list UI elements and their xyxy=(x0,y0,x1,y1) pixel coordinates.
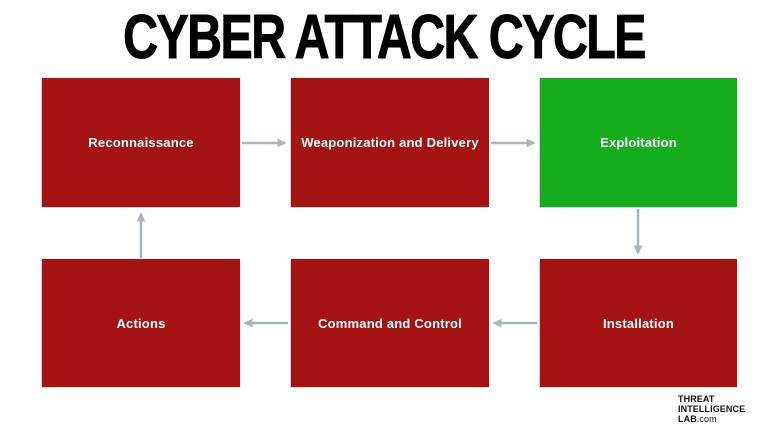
node-weaponization-and-delivery-label: Weaponization and Delivery xyxy=(301,135,479,150)
node-command-and-control-label: Command and Control xyxy=(318,315,462,331)
node-exploitation-label: Exploitation xyxy=(600,135,677,150)
node-installation: Installation xyxy=(540,259,737,387)
node-weaponization-and-delivery: Weaponization and Delivery xyxy=(291,78,489,207)
logo-line-2: INTELLIGENCE xyxy=(678,404,746,414)
logo-line-3: LAB.com xyxy=(678,414,717,424)
node-reconnaissance-label: Reconnaissance xyxy=(88,135,194,150)
node-actions: Actions xyxy=(42,259,240,387)
node-exploitation: Exploitation xyxy=(540,78,737,207)
logo-line-1: THREAT xyxy=(678,394,715,404)
threat-intelligence-lab-logo: THREAT INTELLIGENCE LAB.com xyxy=(678,394,745,424)
page-title: CYBER ATTACK CYCLE xyxy=(123,2,647,72)
node-command-and-control: Command and Control xyxy=(291,259,489,387)
node-installation-label: Installation xyxy=(602,315,675,331)
node-reconnaissance: Reconnaissance xyxy=(42,78,240,207)
node-actions-label: Actions xyxy=(116,315,166,331)
